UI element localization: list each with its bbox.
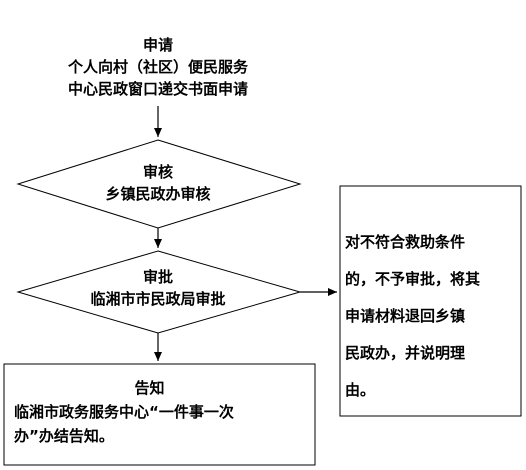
notify-step-line1: 临湘市政务服务中心“一件事一次	[14, 403, 234, 421]
approve-step: 审批 临湘市市民政局审批	[40, 266, 276, 310]
notify-box	[3, 363, 316, 466]
notify-step-line2: 办”办结告知。	[14, 427, 114, 445]
review-step-line1: 乡镇民政办审核	[105, 185, 211, 203]
rejection-note-line3: 申请材料退回乡镇	[345, 307, 466, 325]
rejection-note: 对不符合救助条件 的，不予审批，将其 申请材料退回乡镇 民政办，并说明理 由。	[345, 224, 525, 409]
review-step: 审核 乡镇民政办审核	[60, 161, 256, 205]
rejection-note-line1: 对不符合救助条件	[345, 233, 466, 251]
apply-step-line1: 个人向村（社区）便民服务	[67, 58, 248, 76]
rejection-note-line4: 民政办，并说明理	[345, 344, 466, 362]
approve-step-line1: 临湘市市民政局审批	[90, 290, 226, 308]
rejection-note-line5: 由。	[345, 381, 376, 399]
rejection-note-line2: 的，不予审批，将其	[345, 270, 481, 288]
notify-step: 告知 临湘市政务服务中心“一件事一次 办”办结告知。	[8, 376, 311, 448]
apply-step: 申请 个人向村（社区）便民服务 中心民政窗口递交书面申请	[20, 34, 296, 100]
rejection-note-box	[339, 185, 522, 417]
apply-step-title: 申请	[142, 36, 173, 54]
notify-step-title: 告知	[134, 379, 165, 397]
review-step-title: 审核	[142, 163, 173, 181]
approve-step-title: 审批	[142, 268, 173, 286]
apply-step-line2: 中心民政窗口递交书面申请	[67, 80, 248, 98]
